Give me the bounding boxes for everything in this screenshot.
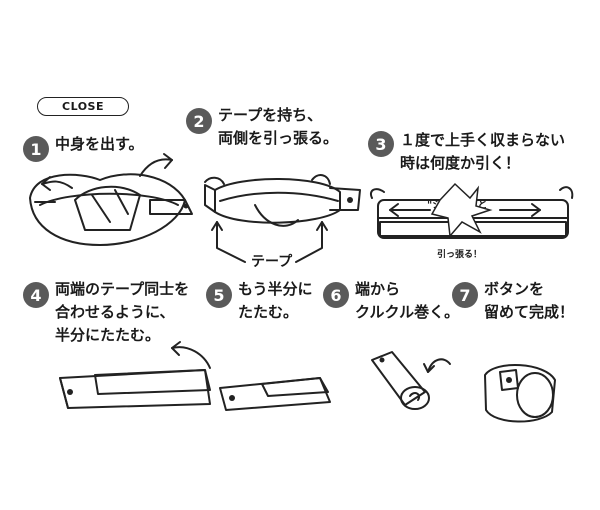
step-5-text-line1: もう半分に xyxy=(238,280,313,298)
step-2-illustration xyxy=(204,174,361,263)
step-5-text-line2: たたむ。 xyxy=(238,303,299,321)
step-7-text-line2: 留めて完成！ xyxy=(484,303,575,321)
step-7-number: 7 xyxy=(452,282,478,308)
step-1-illustration xyxy=(29,153,193,246)
close-badge: CLOSE xyxy=(37,97,129,116)
step-2-text-line1: テープを持ち、 xyxy=(218,106,323,124)
step-4-text-line3: 半分にたたむ。 xyxy=(55,326,161,344)
step-3-text-line1: １度で上手く収まらない xyxy=(400,131,566,149)
tape-label: テープ xyxy=(251,254,293,270)
step-1-text: 中身を出す。 xyxy=(55,135,144,153)
step-6-number: 6 xyxy=(323,282,349,308)
step-4-text-line2: 合わせるように、 xyxy=(55,303,175,321)
step-5-number: 5 xyxy=(206,282,232,308)
step-7-illustration xyxy=(484,364,556,423)
pull-label: 引っ張る！ xyxy=(437,250,483,260)
step-6-text-line1: 端から xyxy=(355,280,401,298)
step-2-number: 2 xyxy=(186,108,212,134)
step-7-text-line1: ボタンを xyxy=(484,280,545,298)
step-3-number: 3 xyxy=(368,131,394,157)
step-3-text-line2: 時は何度か引く！ xyxy=(400,154,521,172)
step-4-illustration xyxy=(59,341,211,409)
step-2-text-line2: 両側を引っ張る。 xyxy=(218,129,339,147)
step-6-illustration xyxy=(371,351,451,410)
step-3-illustration xyxy=(370,182,574,239)
step-6-text-line2: クルクル巻く。 xyxy=(355,303,460,321)
step-5-illustration xyxy=(219,377,331,411)
step-4-text-line1: 両端のテープ同士を xyxy=(55,280,190,298)
step-1-number: 1 xyxy=(23,136,49,162)
step-4-number: 4 xyxy=(23,282,49,308)
